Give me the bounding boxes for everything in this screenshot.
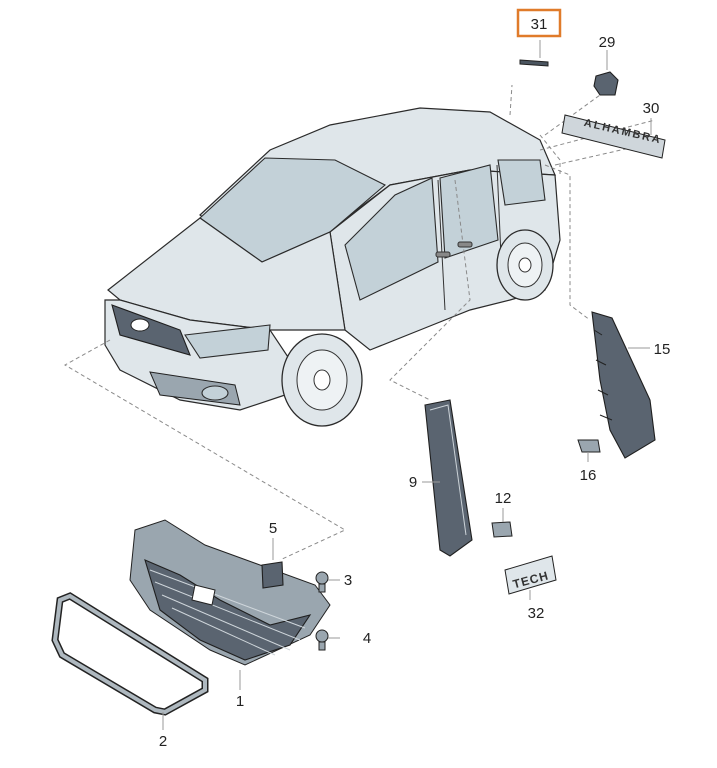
part-4-screw[interactable] [315,629,329,651]
callout-15[interactable]: 15 [654,341,671,358]
part-2-grille-frame[interactable] [51,592,209,716]
car-illustration [104,107,561,427]
part-31-trim-strip[interactable] [519,59,549,67]
callout-2[interactable]: 2 [159,733,167,750]
callout-32[interactable]: 32 [528,605,545,622]
callout-leaders [162,40,652,730]
callout-30[interactable]: 30 [643,100,660,117]
callout-16[interactable]: 16 [580,467,597,484]
part-16-clip[interactable] [577,439,601,453]
callout-12[interactable]: 12 [495,490,512,507]
part-32-badge[interactable]: TECH [504,555,557,595]
part-12-clip[interactable] [491,521,513,538]
callout-29[interactable]: 29 [599,34,616,51]
callout-5[interactable]: 5 [269,520,277,537]
callout-1[interactable]: 1 [236,693,244,710]
part-15-pillar-trim[interactable] [591,311,656,459]
callout-9[interactable]: 9 [409,474,417,491]
part-5-front-emblem[interactable] [261,561,284,589]
callout-4[interactable]: 4 [363,630,371,647]
part-9-b-pillar-trim[interactable] [424,399,473,557]
part-3-screw[interactable] [315,571,329,593]
part-1-grille[interactable] [129,519,331,666]
highlight-box-31 [516,8,562,38]
part-29-emblem[interactable] [593,71,619,96]
callout-31[interactable]: 31 [531,16,548,33]
callout-3[interactable]: 3 [344,572,352,589]
